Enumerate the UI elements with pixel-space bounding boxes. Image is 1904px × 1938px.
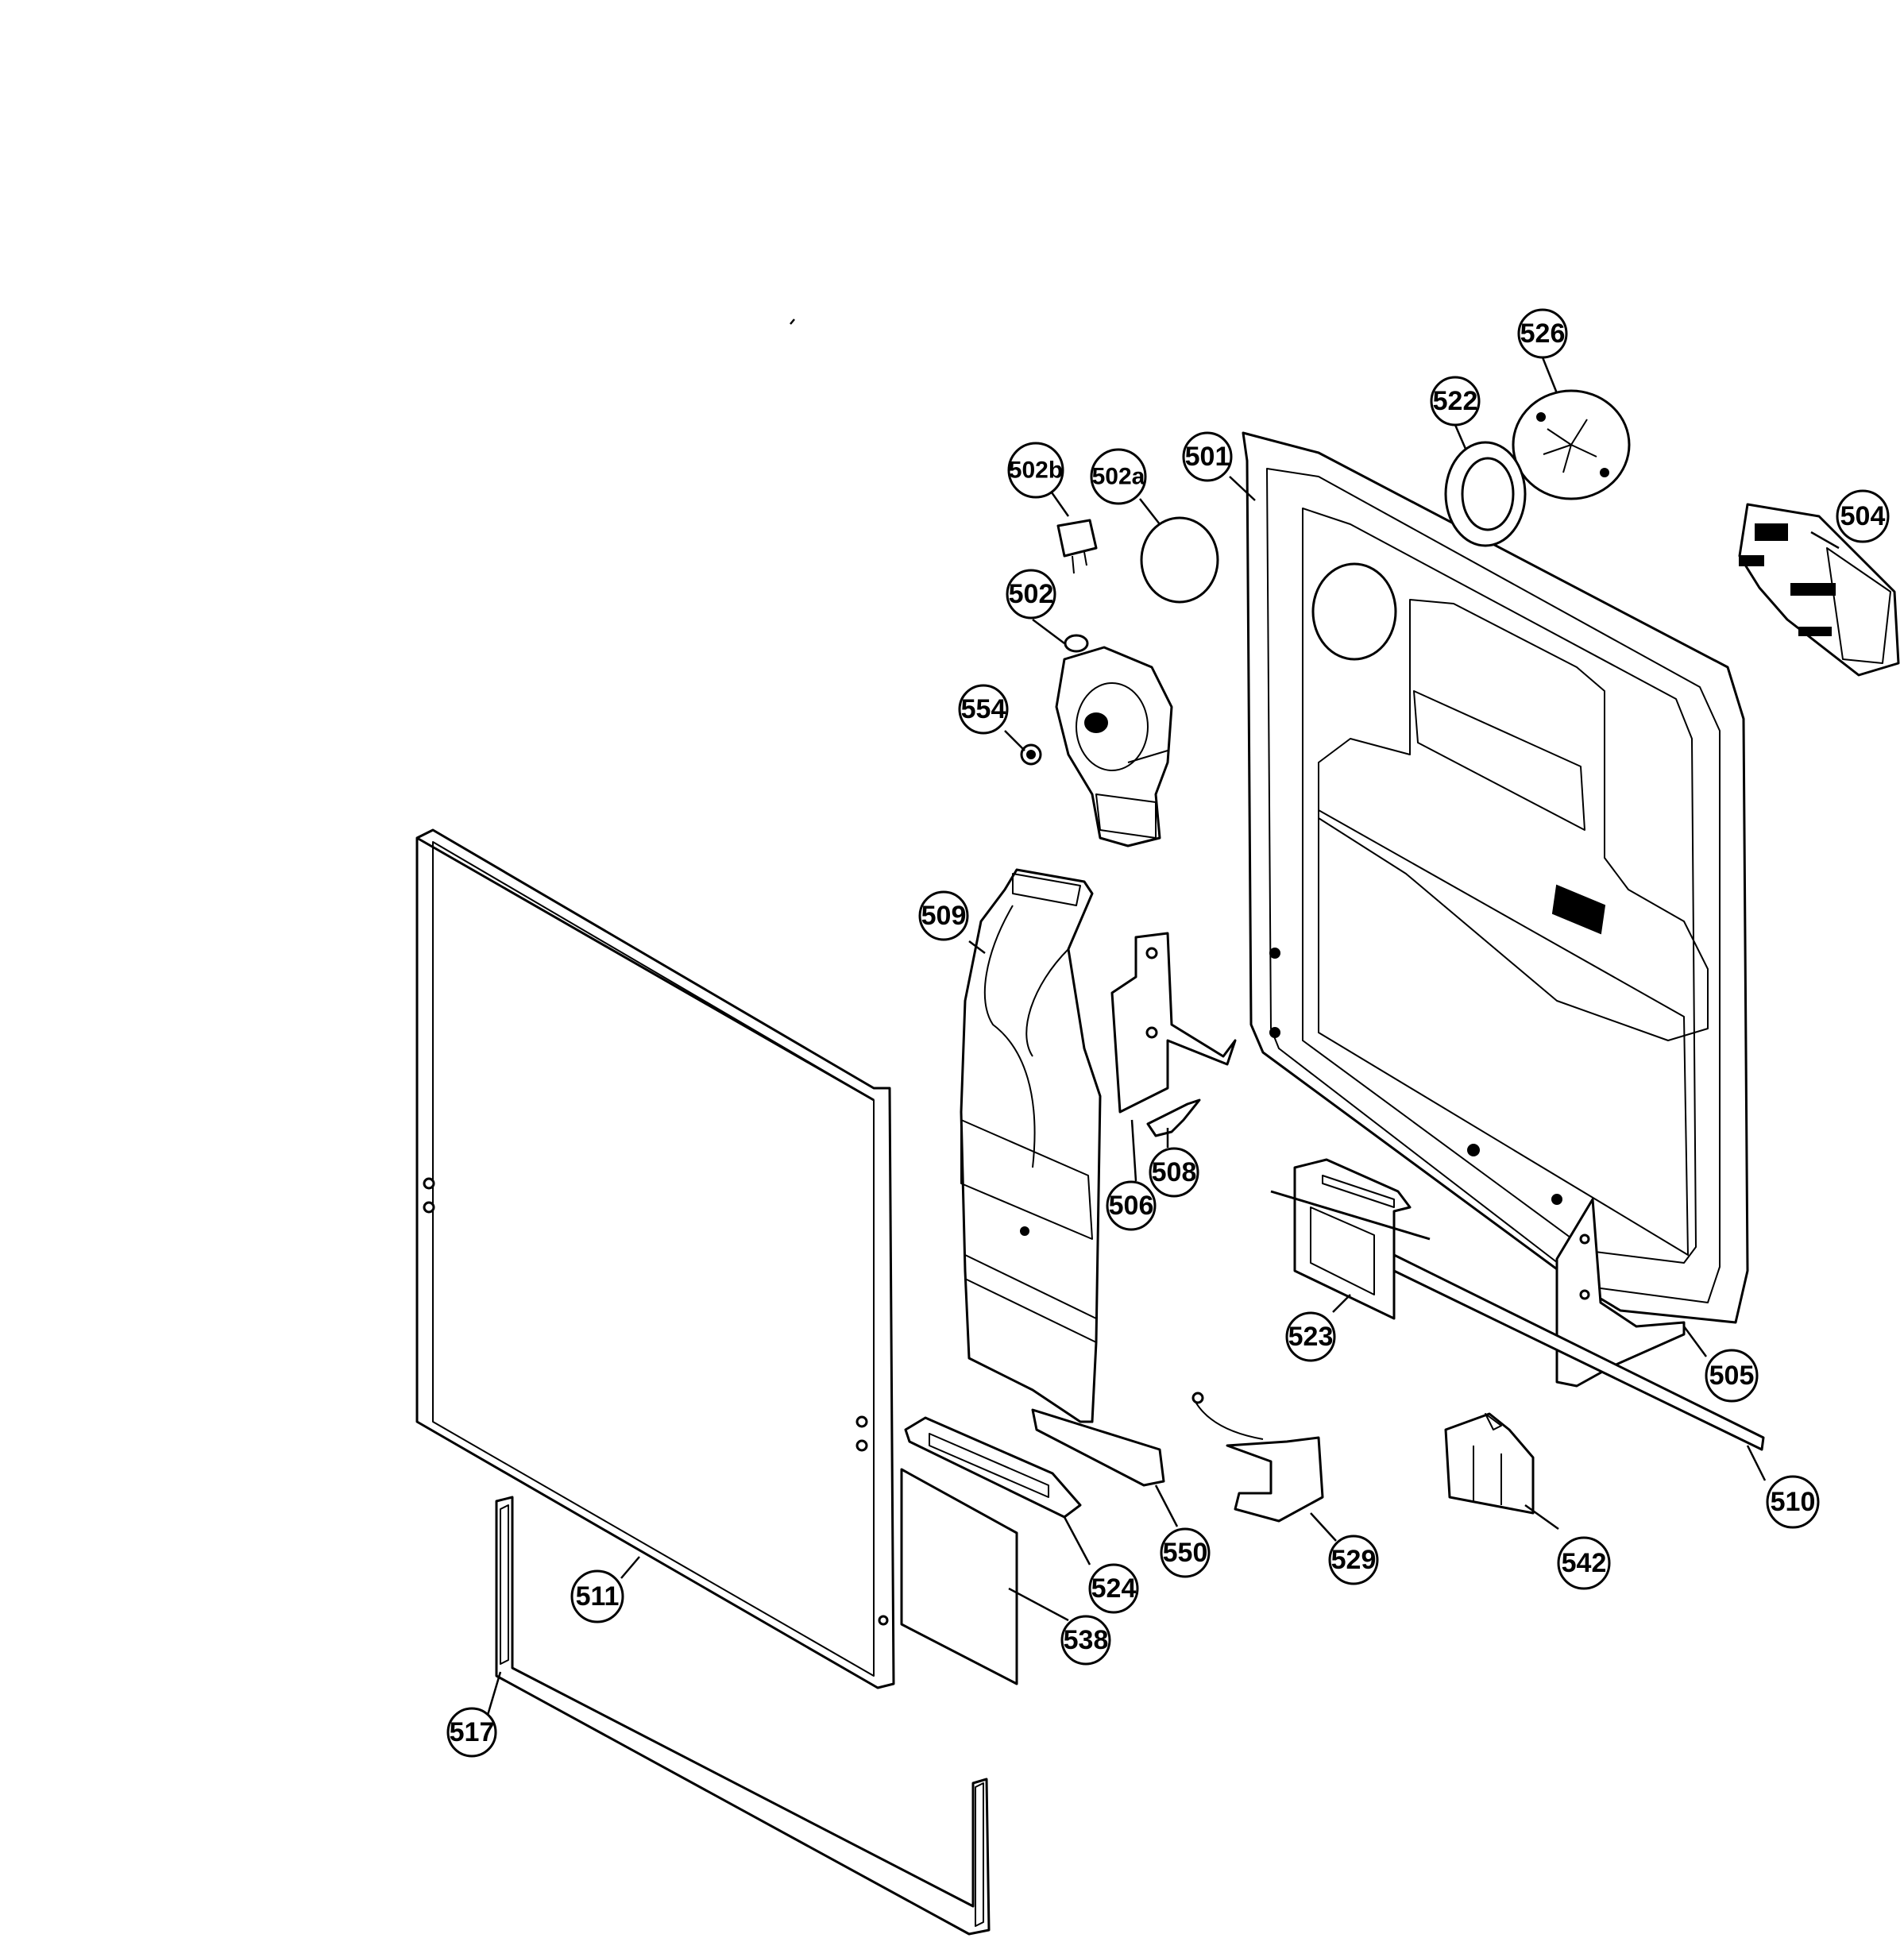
callout-label-502a: 502a [1092,464,1145,490]
callout-508: 508 [1149,1147,1199,1198]
callout-502b: 502b [1007,442,1064,499]
callout-label-522: 522 [1433,386,1478,416]
callout-506: 506 [1106,1180,1157,1231]
part-502b-relay [1056,519,1098,574]
part-522-vent-ring [1444,441,1527,547]
callout-511: 511 [570,1569,624,1623]
callout-label-506: 506 [1109,1191,1154,1221]
part-509-air-duct [960,868,1102,1423]
callout-526: 526 [1517,308,1568,359]
callout-label-550: 550 [1163,1538,1208,1568]
callout-label-502: 502 [1009,579,1054,609]
callout-529: 529 [1328,1535,1379,1585]
part-524-handle-bracket [904,1416,1082,1519]
callout-label-524: 524 [1091,1573,1137,1604]
callout-505: 505 [1705,1349,1759,1403]
part-538-insulation-panel [900,1468,1018,1685]
callout-510: 510 [1766,1475,1820,1529]
part-502-fan-motor [1055,634,1173,847]
part-508-clip [1146,1098,1201,1137]
part-529-bracket [1191,1392,1324,1523]
callout-538: 538 [1060,1615,1111,1666]
callout-509: 509 [918,890,969,941]
part-501-inner-door-panel [1242,431,1749,1324]
callout-542: 542 [1557,1536,1611,1590]
part-542-label-sheet [1444,1412,1535,1515]
part-502a-gasket [1140,516,1219,604]
callout-label-504: 504 [1840,501,1886,531]
callout-label-538: 538 [1064,1625,1109,1655]
callout-550: 550 [1160,1527,1211,1578]
callout-504: 504 [1836,489,1890,543]
callout-label-505: 505 [1709,1361,1755,1391]
callout-label-509: 509 [921,901,967,931]
part-504-control-module [1738,503,1900,677]
leader-lines [485,357,1840,1721]
part-523-bracket [1270,1158,1431,1320]
callout-label-554: 554 [961,694,1006,724]
callout-label-529: 529 [1331,1545,1377,1575]
callout-label-526: 526 [1520,318,1566,349]
callout-523: 523 [1285,1311,1336,1362]
stray-mark [790,318,795,325]
part-554-nut-hole [1026,750,1036,759]
callout-label-517: 517 [450,1717,495,1747]
part-550-strip [1031,1408,1165,1487]
callout-label-511: 511 [576,1581,620,1612]
callout-517: 517 [446,1707,497,1758]
part-526-vent-disc [1512,389,1631,500]
part-511-outer-door-panel [415,828,895,1689]
callout-502a: 502a [1090,448,1147,505]
part-506-hinge-bracket [1110,932,1237,1114]
part-517-bottom-trim [495,1496,991,1936]
callout-label-508: 508 [1152,1157,1197,1187]
callout-label-510: 510 [1771,1487,1816,1517]
callout-label-542: 542 [1562,1548,1607,1578]
callout-label-523: 523 [1288,1322,1334,1352]
part-505-hinge-plate [1555,1198,1686,1388]
callout-label-502b: 502b [1009,457,1063,484]
callout-524: 524 [1088,1563,1139,1614]
callout-502: 502 [1006,569,1056,620]
callout-label-501: 501 [1185,442,1230,472]
callout-501: 501 [1182,431,1233,482]
callout-522: 522 [1430,376,1481,427]
callout-554: 554 [958,684,1009,735]
part-510-rail [1392,1253,1765,1451]
